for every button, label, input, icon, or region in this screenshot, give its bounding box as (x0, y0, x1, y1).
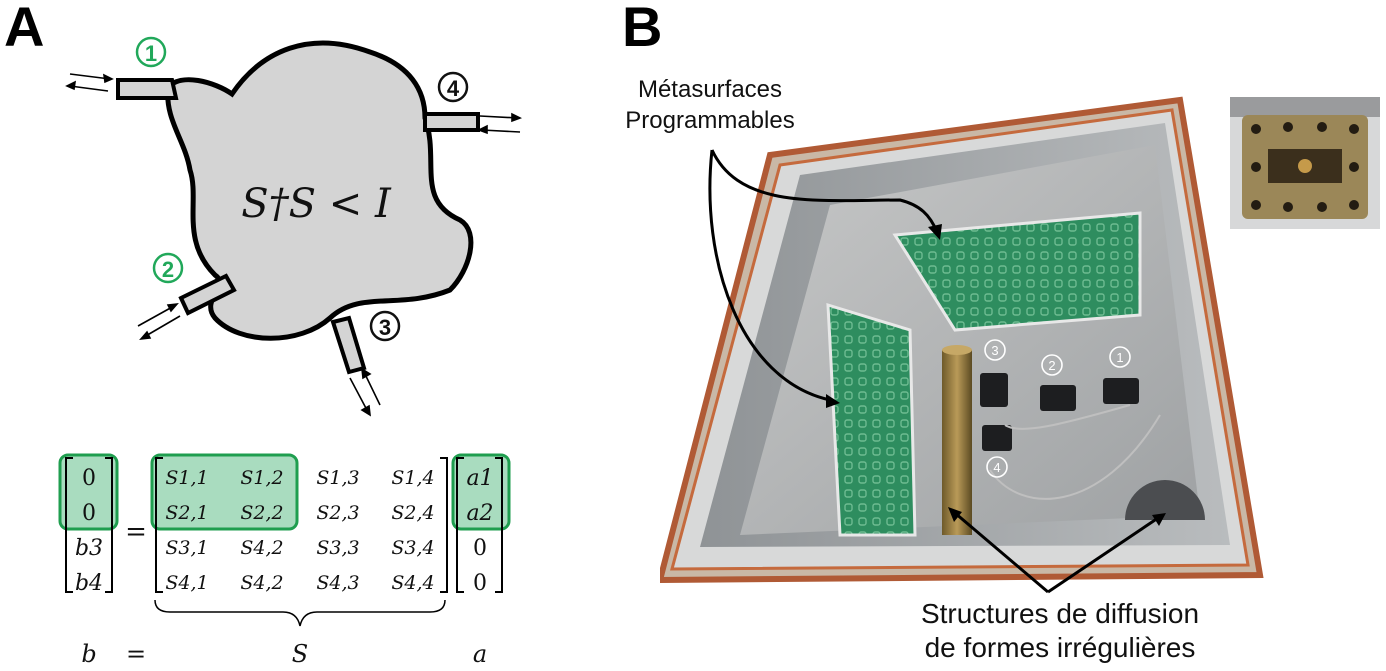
structures-callout: Structures de diffusion de formes irrégu… (920, 598, 1200, 663)
svg-text:S1,4: S1,4 (391, 467, 434, 489)
svg-text:3: 3 (379, 315, 391, 340)
svg-text:a2: a2 (466, 501, 493, 526)
svg-text:3: 3 (991, 343, 998, 358)
highlight-a (451, 453, 511, 531)
svg-text:S4,1: S4,1 (165, 572, 208, 594)
svg-text:S1,3: S1,3 (316, 467, 359, 489)
port-3-waveguide (330, 315, 367, 375)
svg-text:b: b (81, 640, 96, 668)
svg-text:=: = (125, 517, 147, 547)
svg-text:S4,3: S4,3 (316, 572, 359, 594)
highlight-s (150, 453, 299, 531)
matrix-equation: 0 0 b3 b4 = S1,1 S1,2 S1,3 S1,4 S2,1 S2,… (58, 453, 511, 668)
svg-text:1: 1 (1116, 350, 1123, 365)
svg-text:S4,2: S4,2 (240, 572, 283, 594)
cavity-equation: S†S < I (241, 181, 392, 227)
svg-text:S4,4: S4,4 (391, 572, 434, 594)
svg-text:4: 4 (993, 460, 1000, 475)
svg-text:1: 1 (145, 41, 157, 66)
svg-text:S4,2: S4,2 (240, 537, 283, 559)
svg-text:S3,1: S3,1 (165, 537, 208, 559)
svg-text:0: 0 (82, 466, 96, 491)
svg-text:0: 0 (473, 536, 487, 561)
port-2-waveguide (178, 273, 237, 316)
svg-text:b4: b4 (75, 571, 103, 596)
svg-text:2: 2 (162, 257, 174, 282)
svg-text:S3,4: S3,4 (391, 537, 434, 559)
svg-text:S2,3: S2,3 (316, 502, 359, 524)
svg-text:S3,3: S3,3 (316, 537, 359, 559)
svg-text:0: 0 (473, 571, 487, 596)
waveguide-inset-photo (1230, 97, 1380, 229)
port-1-marker (135, 36, 167, 68)
svg-text:a1: a1 (466, 466, 493, 491)
svg-text:S2,4: S2,4 (391, 502, 434, 524)
chaotic-cavity (165, 40, 474, 341)
port-3-marker (369, 310, 401, 342)
cavity-diagram: 1 4 2 3 S†S < I (65, 36, 522, 417)
svg-text:b3: b3 (75, 536, 103, 561)
svg-text:S1,1: S1,1 (165, 467, 208, 489)
svg-text:S1,2: S1,2 (240, 467, 283, 489)
svg-text:0: 0 (82, 501, 96, 526)
svg-text:4: 4 (447, 76, 460, 101)
svg-text:S2,1: S2,1 (165, 502, 208, 524)
svg-text:S2,2: S2,2 (240, 502, 283, 524)
svg-text:=: = (126, 640, 146, 668)
port-1-waveguide (116, 78, 179, 100)
svg-text:2: 2 (1048, 358, 1055, 373)
s-underbrace (154, 599, 446, 627)
svg-text:S: S (292, 640, 308, 668)
metasurfaces-callout: Métasurfaces Programmables (625, 76, 795, 134)
highlight-b (58, 453, 119, 531)
port-4-marker (437, 71, 469, 103)
chamber-photo (660, 96, 1264, 584)
panel-b-label: B (622, 0, 663, 58)
photo-port-markers: 1 2 3 4 (984, 339, 1131, 478)
svg-text:a: a (473, 640, 487, 668)
panel-a-label: A (4, 0, 45, 58)
port-2-marker (152, 252, 184, 284)
